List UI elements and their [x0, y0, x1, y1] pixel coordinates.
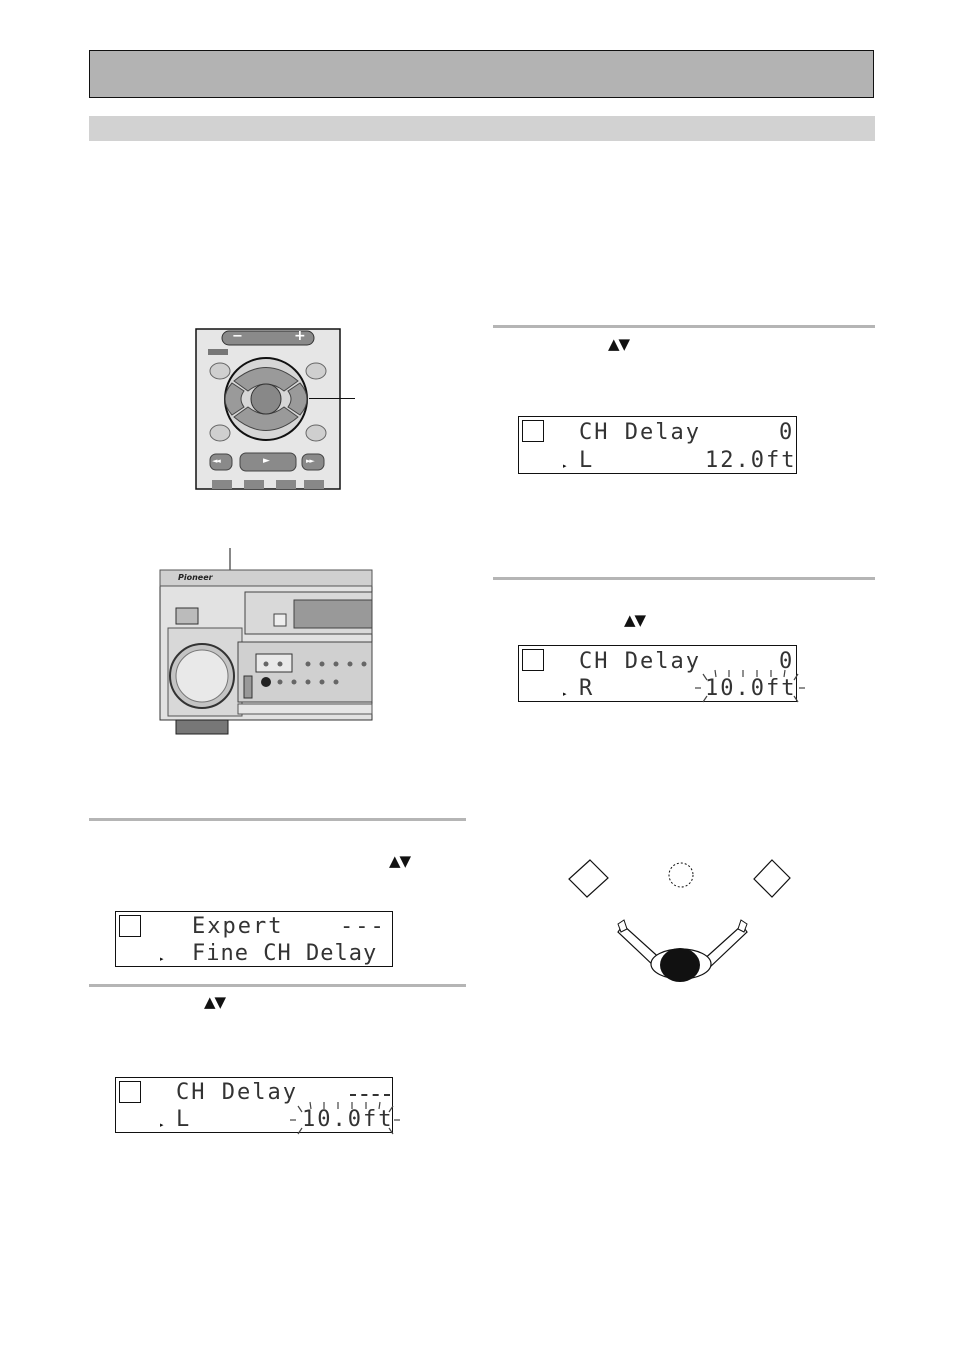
display-delay-l-initial-label: CH Delay: [176, 1080, 298, 1105]
selection-triangle-icon: ▸: [563, 462, 567, 470]
listener-speakers-diagram-icon: [568, 859, 791, 982]
display-indicator-box: [522, 420, 544, 442]
listener-icon: [617, 919, 748, 982]
up-down-arrow-icon: ▲▼: [389, 852, 411, 870]
display-delay-r-label: CH Delay: [579, 649, 701, 674]
receiver-front-panel-icon: Pioneer: [159, 548, 373, 736]
brand-logo: Pioneer: [178, 573, 213, 582]
display-expert-line1-label: Expert: [192, 914, 284, 939]
right-speaker-icon: [753, 859, 791, 898]
display-delay-r-distance: 10.0ft: [705, 676, 797, 701]
play-label: ►: [263, 456, 270, 466]
display-delay-l-set-label: CH Delay: [579, 420, 701, 445]
step-rule-2: [89, 984, 466, 987]
selection-triangle-icon: ▸: [160, 1121, 164, 1129]
selection-triangle-icon: ▸: [160, 955, 164, 963]
fast-forward-label: ►►: [306, 457, 315, 465]
left-speaker-icon: [568, 859, 609, 898]
up-down-arrow-icon: ▲▼: [608, 335, 630, 353]
display-delay-l-initial-value: 10.0ft: [302, 1107, 394, 1132]
display-expert-line1-value: ---: [340, 914, 386, 939]
display-indicator-box: [119, 1081, 141, 1103]
display-indicator-box: [522, 649, 544, 671]
display-expert: Expert --- ▸ Fine CH Delay: [115, 911, 393, 967]
step-rule-1: [89, 818, 466, 821]
up-down-arrow-icon: ▲▼: [204, 993, 226, 1011]
display-delay-l-initial: CH Delay ▸ L 10.0ft: [115, 1077, 393, 1133]
display-expert-line2-label: Fine CH Delay: [192, 941, 378, 966]
display-delay-l-set-channel: L: [579, 448, 595, 473]
up-down-arrow-icon: ▲▼: [624, 611, 646, 629]
step-rule-4: [493, 577, 875, 580]
volume-minus-label: −: [232, 329, 243, 344]
display-delay-r-channel: R: [579, 676, 595, 701]
volume-plus-label: +: [294, 328, 306, 344]
display-delay-l-set-value: 0: [779, 420, 795, 445]
display-delay-l-initial-channel: L: [176, 1107, 192, 1132]
center-speaker-icon: [668, 862, 694, 888]
display-delay-l-set: CH Delay 0 ▸ L 12.0ft: [518, 416, 797, 474]
remote-control-icon: − + ◄◄ ► ►►: [195, 328, 341, 490]
blink-rays-icon: [290, 1101, 400, 1135]
display-delay-l-set-distance: 12.0ft: [705, 448, 797, 473]
display-indicator-box: [119, 915, 141, 937]
display-delay-r-value: 0: [779, 649, 795, 674]
blink-rays-icon: [695, 669, 805, 703]
section-title-bar: [89, 116, 875, 141]
chapter-title-bar: [89, 50, 874, 98]
display-delay-r: CH Delay 0 ▸ R 10.0ft: [518, 645, 797, 702]
selection-triangle-icon: ▸: [563, 690, 567, 698]
step-rule-3: [493, 325, 875, 328]
rewind-label: ◄◄: [212, 457, 221, 465]
display-level-bar: [350, 1094, 390, 1098]
remote-callout-line: [309, 398, 355, 399]
